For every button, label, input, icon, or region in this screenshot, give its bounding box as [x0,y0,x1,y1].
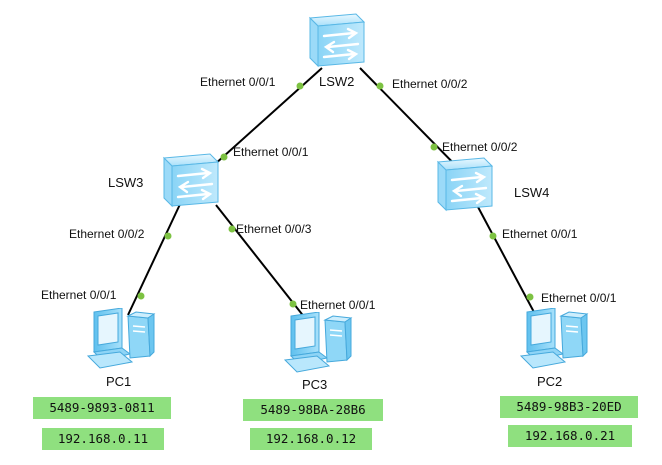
mac-address-tag-pc2: 5489-98B3-20ED [500,396,638,418]
port-label-lsw4-e001: Ethernet 0/0/1 [502,227,578,241]
port-label-pc2-e001: Ethernet 0/0/1 [541,291,617,305]
port-label-lsw2-e001: Ethernet 0/0/1 [200,75,276,89]
device-label-pc3: PC3 [302,377,328,392]
port-label-lsw4-e002: Ethernet 0/0/2 [442,140,518,154]
port-dot [296,82,304,90]
port-dot [228,225,236,233]
port-dot [137,292,145,300]
port-label-lsw3-e002: Ethernet 0/0/2 [69,227,145,241]
device-label-lsw2: LSW2 [319,74,355,89]
switch-icon [436,156,494,212]
mac-address-tag-pc3: 5489-98BA-28B6 [243,399,383,421]
link-lsw3-pc3 [215,204,306,319]
device-label-pc2: PC2 [537,374,563,389]
port-dot [430,143,438,151]
port-label-pc3-e001: Ethernet 0/0/1 [300,298,376,312]
port-label-lsw3-e003: Ethernet 0/0/3 [236,222,312,236]
port-label-lsw3-e001: Ethernet 0/0/1 [233,145,309,159]
link-lsw3-pc1 [127,199,183,316]
port-dot [164,232,172,240]
device-label-pc1: PC1 [106,374,132,389]
ip-address-tag-pc3: 192.168.0.12 [250,428,372,450]
device-label-lsw4: LSW4 [514,185,550,200]
port-label-pc1-e001: Ethernet 0/0/1 [41,288,117,302]
port-dot [489,232,497,240]
pc-icon [284,312,352,373]
switch-icon [308,12,366,68]
port-dot [220,153,228,161]
switch-icon [162,152,220,208]
ip-address-tag-pc2: 192.168.0.21 [508,425,632,447]
port-dot [526,293,534,301]
port-dot [289,300,297,308]
port-label-lsw2-e002: Ethernet 0/0/2 [392,77,468,91]
port-dot [376,82,384,90]
pc-icon [87,308,155,369]
ip-address-tag-pc1: 192.168.0.11 [42,428,164,450]
link-lsw4-pc2 [477,206,536,315]
device-label-lsw3: LSW3 [108,175,144,190]
mac-address-tag-pc1: 5489-9893-0811 [33,397,171,419]
pc-icon [520,308,588,369]
